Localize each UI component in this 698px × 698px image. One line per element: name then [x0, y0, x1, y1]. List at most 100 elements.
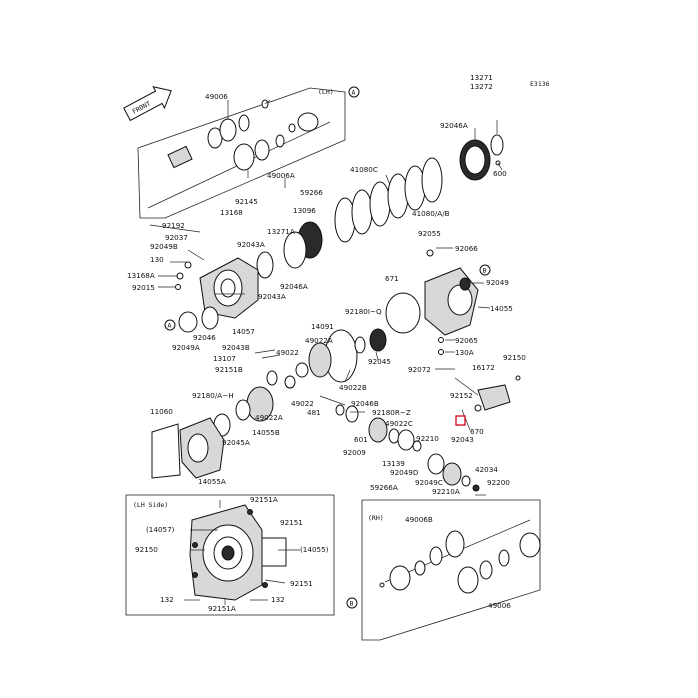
speed-sensor	[454, 375, 521, 431]
central-gears	[213, 328, 387, 437]
part-label: 92151A	[250, 495, 278, 504]
svg-text:A: A	[168, 322, 172, 330]
part-label: 14055B	[252, 428, 280, 437]
part-label: 13271A	[267, 227, 295, 236]
part-number-labels: 49006 49006A 59266 13271 13272 92046A 60…	[127, 73, 526, 613]
lh-driveshaft-assembly	[147, 99, 331, 209]
part-label: 92043A	[258, 292, 286, 301]
svg-text:B: B	[350, 600, 354, 608]
part-label: 92180/A~H	[192, 391, 234, 400]
part-label: 92043A	[237, 240, 265, 249]
top-left-driveshaft-frame	[137, 87, 346, 219]
part-label: 671	[385, 274, 399, 283]
part-label: 49006	[488, 601, 511, 610]
part-label: 13107	[213, 354, 236, 363]
part-label: 92049B	[150, 242, 178, 251]
part-label: 92145	[235, 197, 258, 206]
part-label: 92151	[290, 579, 313, 588]
part-label: 92210A	[432, 487, 460, 496]
part-label: 59266A	[370, 483, 398, 492]
part-label: 92049	[486, 278, 509, 287]
part-label: 92180I~Q	[345, 307, 382, 316]
part-label: 670	[470, 427, 484, 436]
part-label: 13271	[470, 73, 493, 82]
part-label: (14055)	[300, 545, 329, 554]
part-label: 49006B	[405, 515, 433, 524]
part-label: 92046A	[280, 282, 308, 291]
part-label: 92055	[418, 229, 441, 238]
part-label: 92046B	[351, 399, 379, 408]
ref-marker-a-left: A	[164, 319, 176, 331]
part-label: 92192	[162, 221, 185, 230]
part-label: 41080/A/B	[412, 209, 450, 218]
lh-side-assembly	[189, 504, 287, 601]
part-label: 92037	[165, 233, 188, 242]
part-label: (14057)	[146, 525, 175, 534]
part-label: 92151	[280, 518, 303, 527]
part-label: 92009	[343, 448, 366, 457]
part-label: 49006	[205, 92, 228, 101]
front-arrow: FRONT	[123, 85, 172, 122]
ref-marker-b-bottom: B	[346, 597, 358, 609]
part-label: 13096	[293, 206, 316, 215]
part-label: 92065	[455, 336, 478, 345]
part-label: 13168	[220, 208, 243, 217]
part-label: 92043B	[222, 343, 250, 352]
svg-text:A: A	[352, 89, 356, 97]
leader-lines	[149, 99, 503, 605]
part-label: 92066	[455, 244, 478, 253]
part-label: 92150	[135, 545, 158, 554]
part-label: 92210	[416, 434, 439, 443]
svg-text:B: B	[483, 267, 487, 275]
part-label: 49022A	[305, 336, 333, 345]
part-label: 49022C	[385, 419, 413, 428]
part-label: 16172	[472, 363, 495, 372]
pinion-gear-stack	[335, 404, 480, 492]
part-label: 132	[271, 595, 285, 604]
lh-label: (LH)	[318, 88, 334, 96]
part-label: 92151B	[215, 365, 243, 374]
part-label: 14057	[232, 327, 255, 336]
part-label: 92049A	[172, 343, 200, 352]
part-label: 49022	[276, 348, 299, 357]
part-label: 14091	[311, 322, 334, 331]
rh-driveshaft-frame	[361, 499, 541, 641]
part-label: 92049D	[390, 468, 419, 477]
left-housing	[175, 257, 259, 333]
part-label: 92043	[451, 435, 474, 444]
part-label: 92046A	[440, 121, 468, 130]
part-label: 92046	[193, 333, 216, 342]
part-label: 41080C	[350, 165, 378, 174]
part-label: 601	[354, 435, 368, 444]
lh-side-inset-frame	[125, 494, 335, 616]
part-label: 11060	[150, 407, 173, 416]
part-label: 13272	[470, 82, 493, 91]
part-label: 130A	[455, 348, 474, 357]
right-housing	[385, 249, 479, 355]
part-label: 14055A	[198, 477, 226, 486]
clutch-plate-stack	[256, 157, 443, 279]
part-label: 49022	[291, 399, 314, 408]
part-label: 92045	[368, 357, 391, 366]
part-label: 42034	[475, 465, 498, 474]
ref-marker-b-right: B	[479, 264, 491, 276]
part-label: 14055	[490, 304, 513, 313]
top-right-bearing	[459, 134, 504, 181]
rh-label: (RH)	[368, 514, 384, 522]
rh-driveshaft-assembly	[379, 519, 541, 594]
part-label: 92152	[450, 391, 473, 400]
part-label: 92151A	[208, 604, 236, 613]
part-label: 130	[150, 255, 164, 264]
part-label: 49022B	[339, 383, 367, 392]
part-label: 92072	[408, 365, 431, 374]
part-label: 92045A	[222, 438, 250, 447]
part-label: 49022A	[255, 413, 283, 422]
part-label: 92015	[132, 283, 155, 292]
highlighted-part-92043[interactable]	[455, 415, 466, 426]
part-label: 59266	[300, 188, 323, 197]
part-label: 92200	[487, 478, 510, 487]
ref-marker-a-top: A	[348, 86, 360, 98]
part-label: 92049C	[415, 478, 443, 487]
part-label: 13139	[382, 459, 405, 468]
